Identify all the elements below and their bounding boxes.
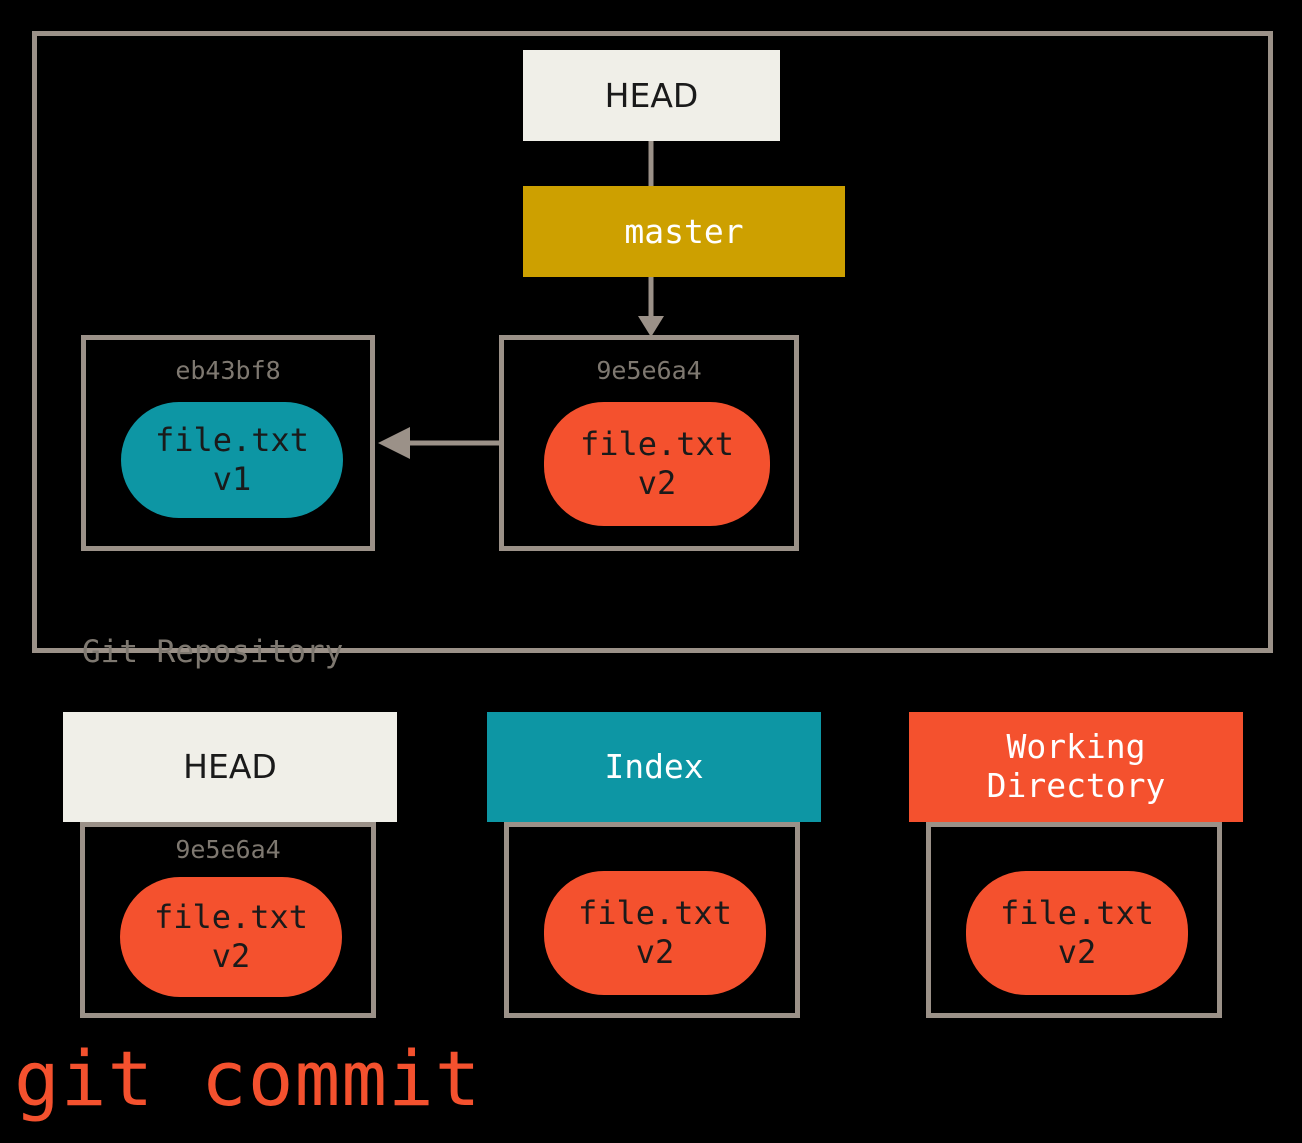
master-branch-label: master	[624, 212, 744, 251]
file-blob: file.txt v2	[966, 871, 1188, 995]
head-pointer-chip[interactable]: HEAD	[523, 50, 780, 141]
area-header-head: HEAD	[63, 712, 397, 822]
head-pointer-label: HEAD	[604, 76, 699, 115]
command-caption: git commit	[14, 1034, 482, 1123]
file-blob: file.txt v2	[544, 402, 770, 526]
commit-box-9e5e6a4[interactable]: 9e5e6a4 file.txt v2	[499, 335, 799, 551]
area-title: HEAD	[183, 746, 277, 786]
git-repository-frame: Git Repository	[32, 31, 1273, 670]
file-blob: file.txt v1	[121, 402, 343, 518]
commit-sha: eb43bf8	[175, 356, 281, 385]
area-header-working-directory: Working Directory	[909, 712, 1243, 822]
file-blob-name: file.txt	[154, 420, 310, 459]
file-blob-name: file.txt	[579, 424, 735, 463]
area-title: Working Directory	[986, 727, 1166, 805]
area-body-working-directory[interactable]: file.txt v2	[926, 822, 1222, 1018]
file-blob-name: file.txt	[153, 897, 309, 936]
file-blob-version: v2	[211, 937, 251, 975]
master-branch-chip[interactable]: master	[523, 186, 845, 277]
file-blob: file.txt v2	[120, 877, 342, 997]
area-title: Index	[604, 746, 704, 786]
file-blob-version: v2	[1057, 933, 1097, 971]
file-blob-version: v2	[635, 933, 675, 971]
commit-box-eb43bf8[interactable]: eb43bf8 file.txt v1	[81, 335, 375, 551]
area-body-head[interactable]: 9e5e6a4 file.txt v2	[80, 822, 376, 1018]
area-sha: 9e5e6a4	[175, 835, 281, 864]
file-blob-version: v1	[212, 460, 252, 498]
git-repository-label: Git Repository	[82, 634, 344, 670]
file-blob: file.txt v2	[544, 871, 766, 995]
file-blob-name: file.txt	[577, 893, 733, 932]
area-header-index: Index	[487, 712, 821, 822]
commit-sha: 9e5e6a4	[596, 356, 702, 385]
area-body-index[interactable]: file.txt v2	[504, 822, 800, 1018]
file-blob-version: v2	[637, 464, 677, 502]
file-blob-name: file.txt	[999, 893, 1155, 932]
